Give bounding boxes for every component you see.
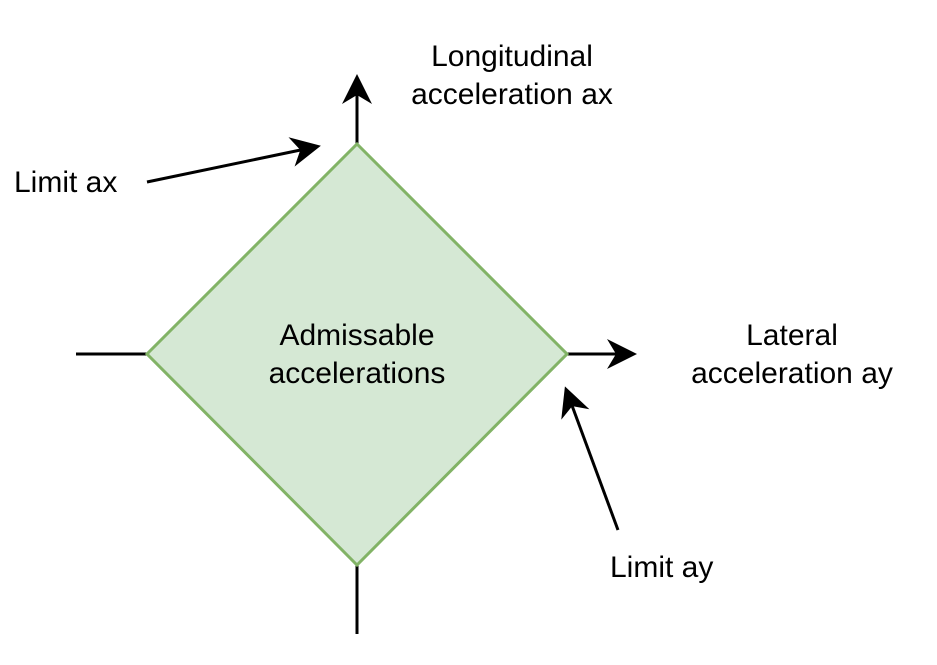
region-label: Admissable accelerations [232,317,482,393]
admissible-region-diamond [144,141,570,568]
vertical-axis-label: Longitudinal acceleration ax [362,38,662,114]
region-label-line2: accelerations [268,357,446,390]
limit-ay-text: Limit ay [610,551,714,584]
limit-ax-text: Limit ax [14,166,118,199]
vertical-axis-label-line2: acceleration ax [411,78,613,111]
vertical-axis-label-line1: Longitudinal [431,40,593,73]
horizontal-axis-label: Lateral acceleration ay [657,317,927,393]
limit-ax-label: Limit ax [14,164,117,202]
limit-ay-label: Limit ay [610,549,713,587]
limit-ax-arrow [146,137,321,184]
horizontal-axis-label-line2: acceleration ay [691,357,893,390]
horizontal-axis-label-line1: Lateral [746,319,838,352]
limit-ay-arrow [561,386,620,531]
region-label-line1: Admissable [279,319,435,352]
